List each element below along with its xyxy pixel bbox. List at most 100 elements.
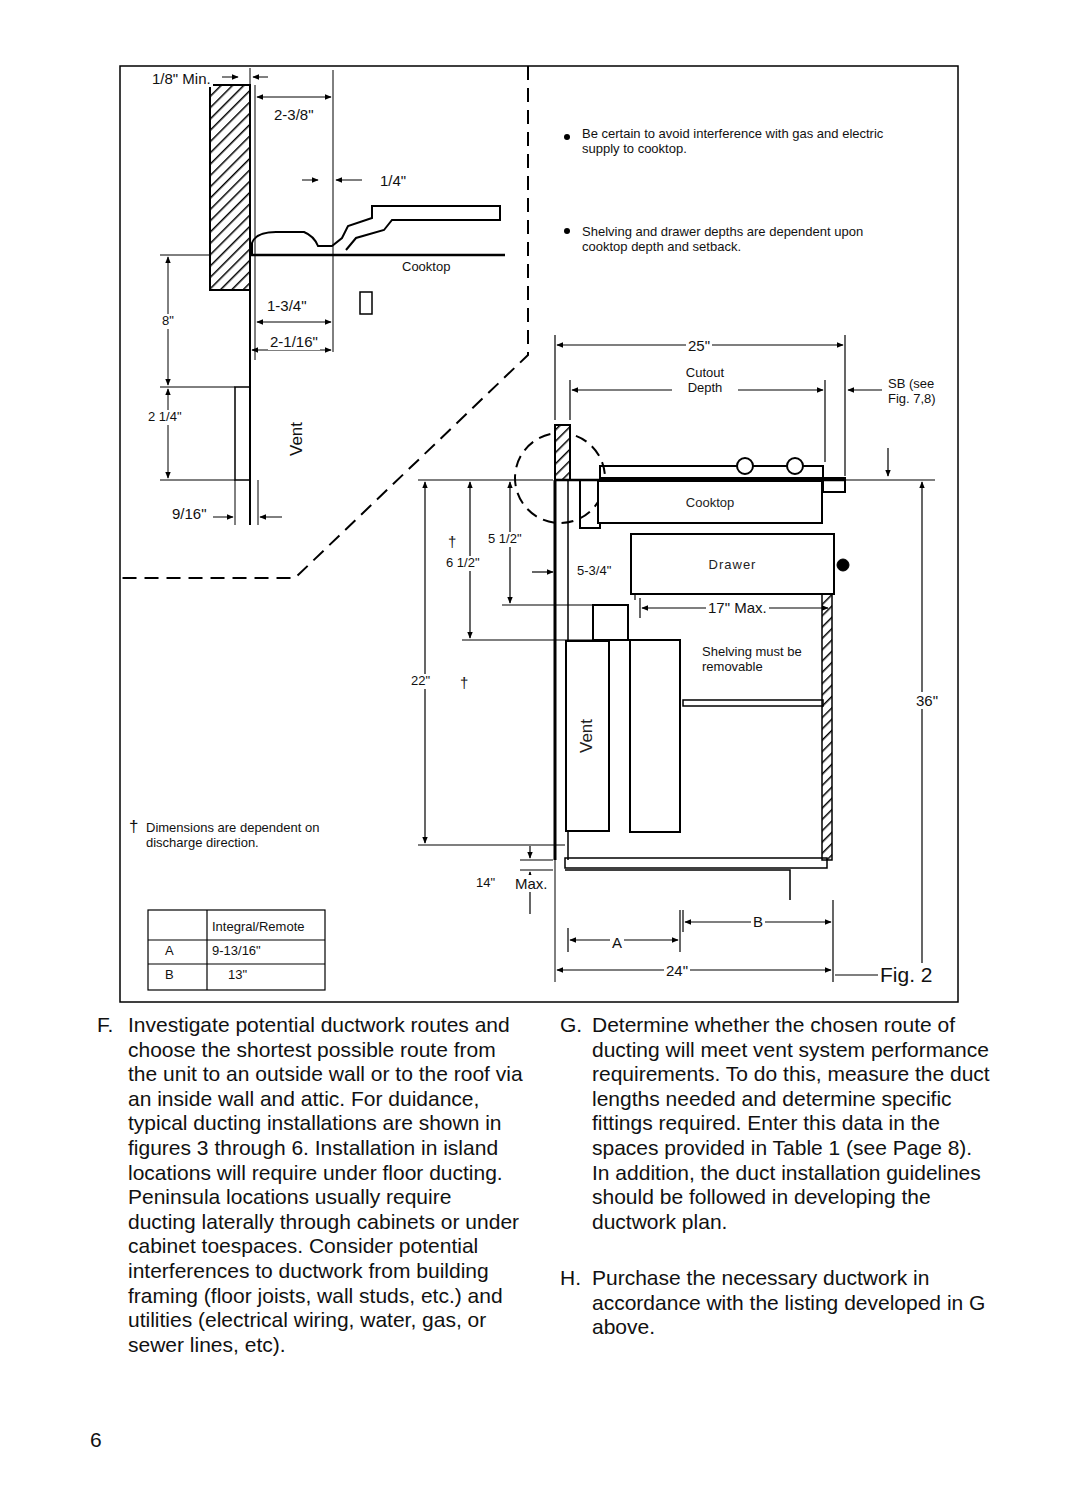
cabinet-section (737, 458, 753, 474)
cabinet-section (555, 860, 556, 982)
inset-detail (160, 480, 235, 481)
cabinet-section (683, 700, 823, 706)
inset-detail (253, 77, 268, 78)
inset-detail (255, 85, 256, 255)
inset-detail (333, 70, 334, 352)
table-cell: B (163, 968, 176, 983)
page-number: 6 (88, 1428, 104, 1452)
cabinet-section (565, 870, 790, 900)
dimension-lines (554, 335, 555, 420)
figure-frame (120, 66, 958, 1002)
inset-detail (257, 97, 331, 98)
dimension-label: Cutout Depth (672, 366, 738, 396)
step-text: Determine whether the chosen route of du… (590, 1013, 994, 1234)
dimension: 25" (686, 337, 712, 354)
inset-detail (160, 255, 210, 256)
dimension-lines (418, 844, 565, 845)
dimension: 2 1/4" (146, 410, 184, 425)
inset-detail (160, 68, 505, 525)
footnote-mark: † (446, 533, 458, 550)
dimension-lines (418, 335, 935, 982)
dimension: 1-3/4" (265, 297, 309, 314)
inset-detail (360, 292, 372, 314)
figure-frame (120, 66, 958, 1002)
dimension: 2-1/16" (268, 333, 320, 350)
cabinet-section (593, 605, 628, 640)
dimension-table (148, 963, 325, 964)
dimension-table (148, 939, 325, 940)
inset-detail (222, 77, 238, 78)
cabinet-section (822, 590, 832, 860)
cabinet-section (823, 478, 845, 492)
dimension-lines (520, 859, 553, 860)
inset-detail (260, 517, 282, 518)
table-cell: 13" (226, 968, 249, 983)
inset-detail (255, 255, 256, 360)
dimension: 6 1/2" (444, 556, 482, 571)
vent-box: Vent (565, 640, 610, 832)
cabinet-section (554, 480, 557, 860)
dimension: 17" Max. (706, 599, 769, 616)
cabinet-section (630, 640, 680, 832)
dimension-lines (921, 482, 922, 973)
step-letter: F. (95, 1013, 115, 1037)
inset-detail (252, 206, 500, 255)
dimension: 22" (409, 674, 432, 689)
reference-note: SB (see Fig. 7,8) (886, 377, 954, 407)
inset-detail (250, 68, 251, 95)
cabinet-section (837, 559, 849, 571)
note-text: Shelving and drawer depths are dependent… (580, 225, 914, 255)
footnote-mark: † (127, 817, 140, 837)
dimension: 24" (664, 962, 690, 979)
dimension: 2-3/8" (272, 106, 316, 123)
dimension-letter: B (751, 913, 765, 930)
dimension-table (206, 910, 207, 990)
box-label: Vent (577, 719, 597, 753)
footnote-text: Dimensions are dependent on discharge di… (144, 821, 373, 851)
inset-detail (235, 387, 250, 480)
cabinet-section (555, 425, 570, 480)
dimension: 8" (160, 314, 176, 329)
table-cell: A (163, 944, 176, 959)
part-name: Cooktop (400, 260, 452, 275)
dimension: 5 1/2" (486, 532, 524, 547)
inset-detail (210, 85, 250, 290)
inset-detail (168, 389, 169, 478)
inset-detail (213, 517, 233, 518)
dimension-lines (557, 969, 831, 970)
step-text: Purchase the necessary ductwork in accor… (590, 1266, 994, 1340)
dimension-table (148, 910, 325, 990)
dimension-lines (682, 910, 683, 932)
step-letter: H. (558, 1266, 583, 1290)
cabinet-section (515, 425, 849, 982)
dimension: 36" (914, 692, 940, 709)
dimension-lines (520, 869, 553, 870)
box-label: Cooktop (686, 495, 734, 510)
inset-detail (302, 180, 318, 181)
part-name: Vent (287, 420, 307, 458)
dimension-lines (424, 482, 425, 843)
dimension: 1/8" Min. (150, 70, 213, 87)
note-text: Shelving must be removable (700, 645, 816, 675)
dimension-lines (569, 380, 570, 420)
dimension-lines (845, 479, 935, 480)
dimension: 14" (474, 876, 497, 891)
inset-detail (336, 180, 362, 181)
dimension-lines (848, 389, 882, 390)
dimension-table (148, 910, 325, 990)
inset-boundary (120, 66, 528, 578)
dimension: 5-3/4" (575, 564, 613, 579)
box-label: Drawer (709, 557, 757, 572)
figure-number: Fig. 2 (878, 963, 935, 987)
step-text: Investigate potential ductwork routes an… (126, 1013, 525, 1357)
dimension: Max. (513, 875, 550, 892)
inset-detail (250, 254, 505, 257)
dimension-lines (529, 846, 530, 858)
note-text: Be certain to avoid interference with ga… (580, 127, 914, 157)
inset-detail (235, 480, 236, 525)
cooktop-box: Cooktop (597, 480, 823, 524)
dimension: 1/4" (378, 172, 408, 189)
dimension-lines (418, 479, 553, 480)
dimension-lines (844, 335, 845, 476)
